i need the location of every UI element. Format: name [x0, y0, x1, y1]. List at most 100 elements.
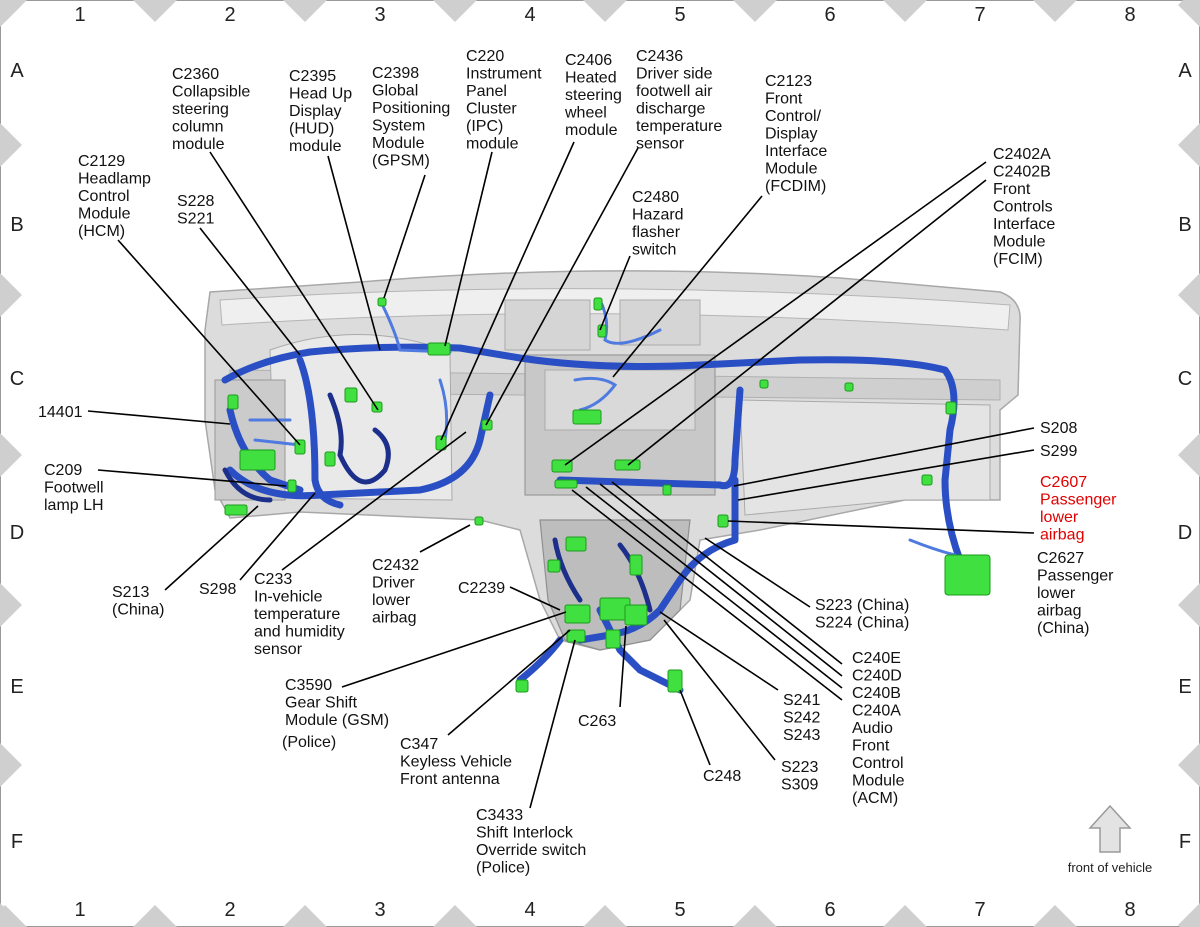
grid-marker-triangle	[0, 433, 22, 477]
callout-line: module	[289, 138, 342, 155]
callout-line: C2395	[289, 68, 336, 85]
grid-marker-triangle	[0, 123, 22, 167]
grid-column-label: 8	[1124, 4, 1135, 26]
grid-marker-triangle	[283, 905, 327, 927]
callout-line: Shift Interlock	[476, 825, 574, 842]
callout-line: (GPSM)	[372, 153, 430, 170]
grid-marker-triangle	[1178, 583, 1200, 627]
callout-line: C2360	[172, 66, 219, 83]
callout-police1: (Police)	[282, 734, 336, 751]
callout-line: Panel	[466, 83, 507, 100]
callout-line: S221	[177, 211, 214, 228]
callout-line: Module	[78, 206, 131, 223]
grid-row-label: B	[10, 214, 23, 236]
connectors	[224, 297, 991, 693]
grid-row-label: D	[10, 522, 24, 544]
callout-line: Interface	[765, 143, 827, 160]
callout-line: Control/	[765, 108, 822, 125]
grid-column-label: 6	[824, 4, 835, 26]
callout-line: S213	[112, 584, 149, 601]
grid-marker-triangle	[733, 0, 777, 22]
callout-line: (China)	[112, 602, 164, 619]
grid-marker-triangle	[1033, 905, 1077, 927]
callout-line: Passenger	[1037, 568, 1114, 585]
callout-line: C2239	[458, 580, 505, 597]
callout-line: C3590	[285, 677, 332, 694]
grid-row-label: E	[10, 676, 23, 698]
grid-marker-triangle	[133, 0, 177, 22]
grid-marker-triangle	[883, 0, 927, 22]
callout-line: C2607	[1040, 474, 1087, 491]
grid-row-label: D	[1178, 522, 1192, 544]
callout-s299: S299	[1040, 443, 1077, 460]
callout-line: S242	[783, 710, 820, 727]
callout-line: C2432	[372, 557, 419, 574]
callout-line: Headlamp	[78, 171, 151, 188]
grid-marker-triangle	[1178, 0, 1200, 27]
front-arrow-icon	[1088, 804, 1132, 853]
callout-line: Instrument	[466, 66, 542, 83]
grid-marker-triangle	[583, 0, 627, 22]
callout-line: Driver side	[636, 66, 713, 83]
callout-line: Audio	[852, 720, 893, 737]
grid-column-label: 1	[74, 899, 85, 921]
callout-line: discharge	[636, 101, 705, 118]
callout-line: Footwell	[44, 480, 104, 497]
callout-line: C240E	[852, 650, 901, 667]
callout-line: Control	[852, 755, 904, 772]
callout-line: module	[172, 136, 225, 153]
callout-n14401: 14401	[38, 404, 83, 421]
callout-line: Hazard	[632, 207, 684, 224]
callout-line: temperature	[254, 606, 340, 623]
callout-line: C2129	[78, 153, 125, 170]
callout-line: Heated	[565, 70, 617, 87]
callout-line: Module	[765, 161, 818, 178]
callout-line: C347	[400, 736, 438, 753]
grid-column-label: 5	[674, 4, 685, 26]
callout-c240: C240EC240DC240BC240AAudioFrontControlMod…	[852, 650, 905, 807]
grid-column-label: 8	[1124, 899, 1135, 921]
callout-line: lower	[1040, 509, 1079, 526]
callout-line: C2436	[636, 48, 683, 65]
grid-marker-triangle	[883, 905, 927, 927]
callout-line: S208	[1040, 420, 1077, 437]
callout-line: S228	[177, 193, 214, 210]
callout-line: (FCDIM)	[765, 178, 826, 195]
grid-column-label: 4	[524, 4, 535, 26]
callout-line: module	[466, 136, 519, 153]
callout-line: wheel	[564, 105, 607, 122]
callout-c263: C263	[578, 713, 616, 730]
callout-line: S243	[783, 727, 820, 744]
callout-line: Display	[765, 126, 817, 143]
grid-column-label: 3	[374, 4, 385, 26]
callout-line: Front antenna	[400, 771, 500, 788]
callout-line: Override switch	[476, 842, 586, 859]
callout-line: Front	[852, 738, 890, 755]
grid-marker-triangle	[0, 743, 22, 787]
callout-line: S223 (China)	[815, 597, 909, 614]
callout-line: Module	[372, 135, 425, 152]
callout-line: Interface	[993, 216, 1055, 233]
callout-line: (HUD)	[289, 121, 334, 138]
callout-line: Passenger	[1040, 492, 1117, 509]
grid-marker-triangle	[0, 0, 22, 27]
callout-line: Control	[78, 188, 130, 205]
callout-line: Controls	[993, 199, 1053, 216]
callout-line: footwell air	[636, 83, 713, 100]
callout-line: C233	[254, 571, 292, 588]
grid-marker-triangle	[0, 583, 22, 627]
callout-line: sensor	[636, 136, 685, 153]
callout-line: flasher	[632, 224, 681, 241]
grid-column-label: 2	[224, 4, 235, 26]
grid-column-label: 7	[974, 899, 985, 921]
